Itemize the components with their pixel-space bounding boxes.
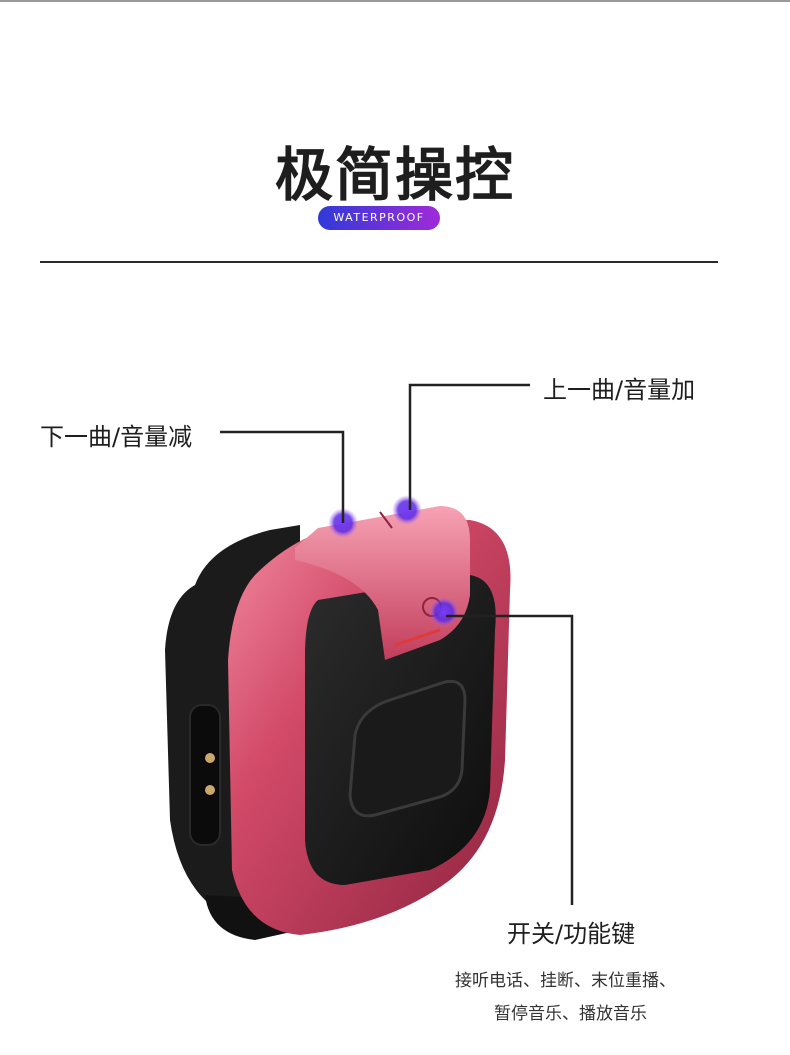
device-face-panel (348, 679, 467, 818)
callout-power-function: 开关/功能键 (507, 920, 636, 948)
leader-line-volume-down (220, 430, 345, 523)
waterproof-badge: WATERPROOF (318, 206, 440, 230)
leader-line-function (446, 614, 574, 905)
callout-volume-down: 下一曲/音量减 (40, 423, 193, 451)
function-indicator (429, 597, 459, 627)
charging-slot (189, 704, 221, 846)
volume-up-indicator (392, 495, 422, 525)
button-seam (379, 511, 393, 529)
page-title: 极简操控 (274, 141, 515, 209)
section-divider (40, 261, 718, 263)
device-top-lid (295, 506, 470, 660)
power-function-desc-line2: 暂停音乐、播放音乐 (494, 1004, 647, 1024)
power-function-desc-line1: 接听电话、挂断、末位重播、 (455, 971, 676, 991)
leader-line-volume-up (408, 383, 530, 510)
charging-pin-bottom (205, 785, 215, 795)
callout-volume-up: 上一曲/音量加 (543, 376, 696, 404)
charging-pin-top (205, 753, 215, 763)
top-rule (0, 0, 790, 2)
function-button-mark (394, 628, 441, 647)
